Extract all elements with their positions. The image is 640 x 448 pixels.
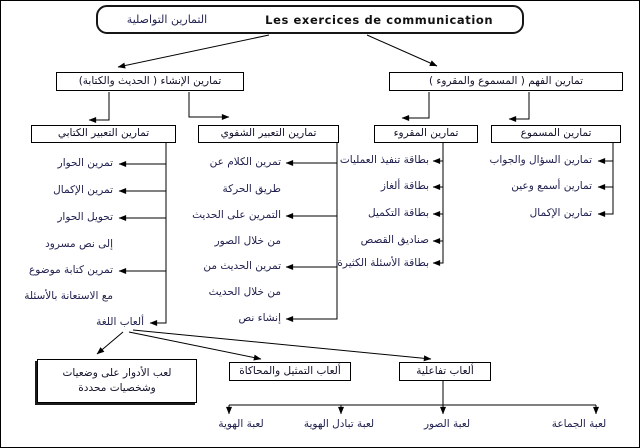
tree-item: من خلال الصور	[214, 235, 281, 247]
leaf-game-identity: لعبة الهوية	[218, 418, 264, 430]
game-box-roleplay: لعب الأدوار على وضعيات وشخصيات محددة	[37, 359, 197, 403]
game-box-interactive: ألعاب تفاعلية	[399, 362, 491, 381]
tree-item: تمارين الإكمال	[529, 207, 592, 219]
tree-item: تمرين الحديث من	[203, 260, 281, 272]
leaf-game-identity-swap: لعبة تبادل الهوية	[303, 418, 375, 430]
arrow-games-to-roleplay	[96, 331, 124, 355]
tree-item: صناديق القصص	[360, 234, 429, 246]
tree-item: إنشاء نص	[238, 312, 281, 324]
game-box-simulation: ألعاب التمثيل والمحاكاة	[229, 362, 351, 381]
column-header-written-expression: تمارين التعبير الكتابي	[31, 125, 176, 143]
tree-item: طريق الحركة	[222, 183, 281, 195]
root-node: التمارين التواصلية Les exercices de comm…	[96, 5, 524, 34]
arrow-root-to-comprehension	[366, 34, 438, 67]
game-box-roleplay-line2: وشخصيات محددة	[78, 381, 156, 394]
tree-item: بطاقة التكميل	[368, 207, 429, 219]
arrow-games-to-interactive	[132, 329, 432, 362]
game-box-roleplay-line1: لعب الأدوار على وضعيات	[62, 366, 172, 379]
column-header-listening: تمارين المسموع	[491, 125, 621, 143]
tree-item: مع الاستعانة بالأسئلة	[24, 290, 113, 302]
tree-item: بطاقة تنفيذ العمليات	[339, 154, 429, 166]
tree-item: تمرين الكلام عن	[209, 156, 281, 168]
arrow-root-to-expression	[117, 34, 270, 69]
tree-item-language-games: ألعاب اللغة	[96, 316, 144, 328]
tree-item: تحويل الحوار	[57, 211, 113, 223]
tree-item: التمرين على الحديث	[192, 209, 281, 221]
leaf-game-pictures: لعبة الصور	[423, 418, 471, 430]
tree-item: تمرين الإكمال	[53, 184, 113, 196]
node-expression-exercises: تمارين الإنشاء ( الحديث والكتابة)	[56, 72, 244, 91]
tree-item: تمارين السؤال والجواب	[489, 154, 593, 166]
root-title-arabic: التمارين التواصلية	[126, 13, 208, 26]
tree-item: بطاقة ألغاز	[380, 180, 429, 192]
column-header-reading: تمارين المقروء	[374, 125, 478, 143]
tree-item: من خلال الحديث	[208, 286, 281, 298]
column-header-oral-expression: تمارين التعبير الشفوي	[198, 125, 339, 143]
tree-item: تمرين كتابة موضوع	[29, 264, 113, 276]
leaf-game-group: لعبة الجماعة	[551, 418, 607, 430]
node-comprehension-exercises: تمارين الفهم ( المسموع والمقروء )	[389, 72, 623, 91]
root-title-french: Les exercices de communication	[265, 12, 494, 27]
tree-item: إلى نص مسرود	[45, 238, 113, 250]
arrow-games-to-simulation	[128, 331, 262, 361]
tree-item: تمارين أسمع وعين	[511, 180, 592, 192]
tree-item: بطاقة الأسئلة الكثيرة	[337, 257, 429, 269]
tree-item: تمرين الحوار	[57, 157, 113, 169]
